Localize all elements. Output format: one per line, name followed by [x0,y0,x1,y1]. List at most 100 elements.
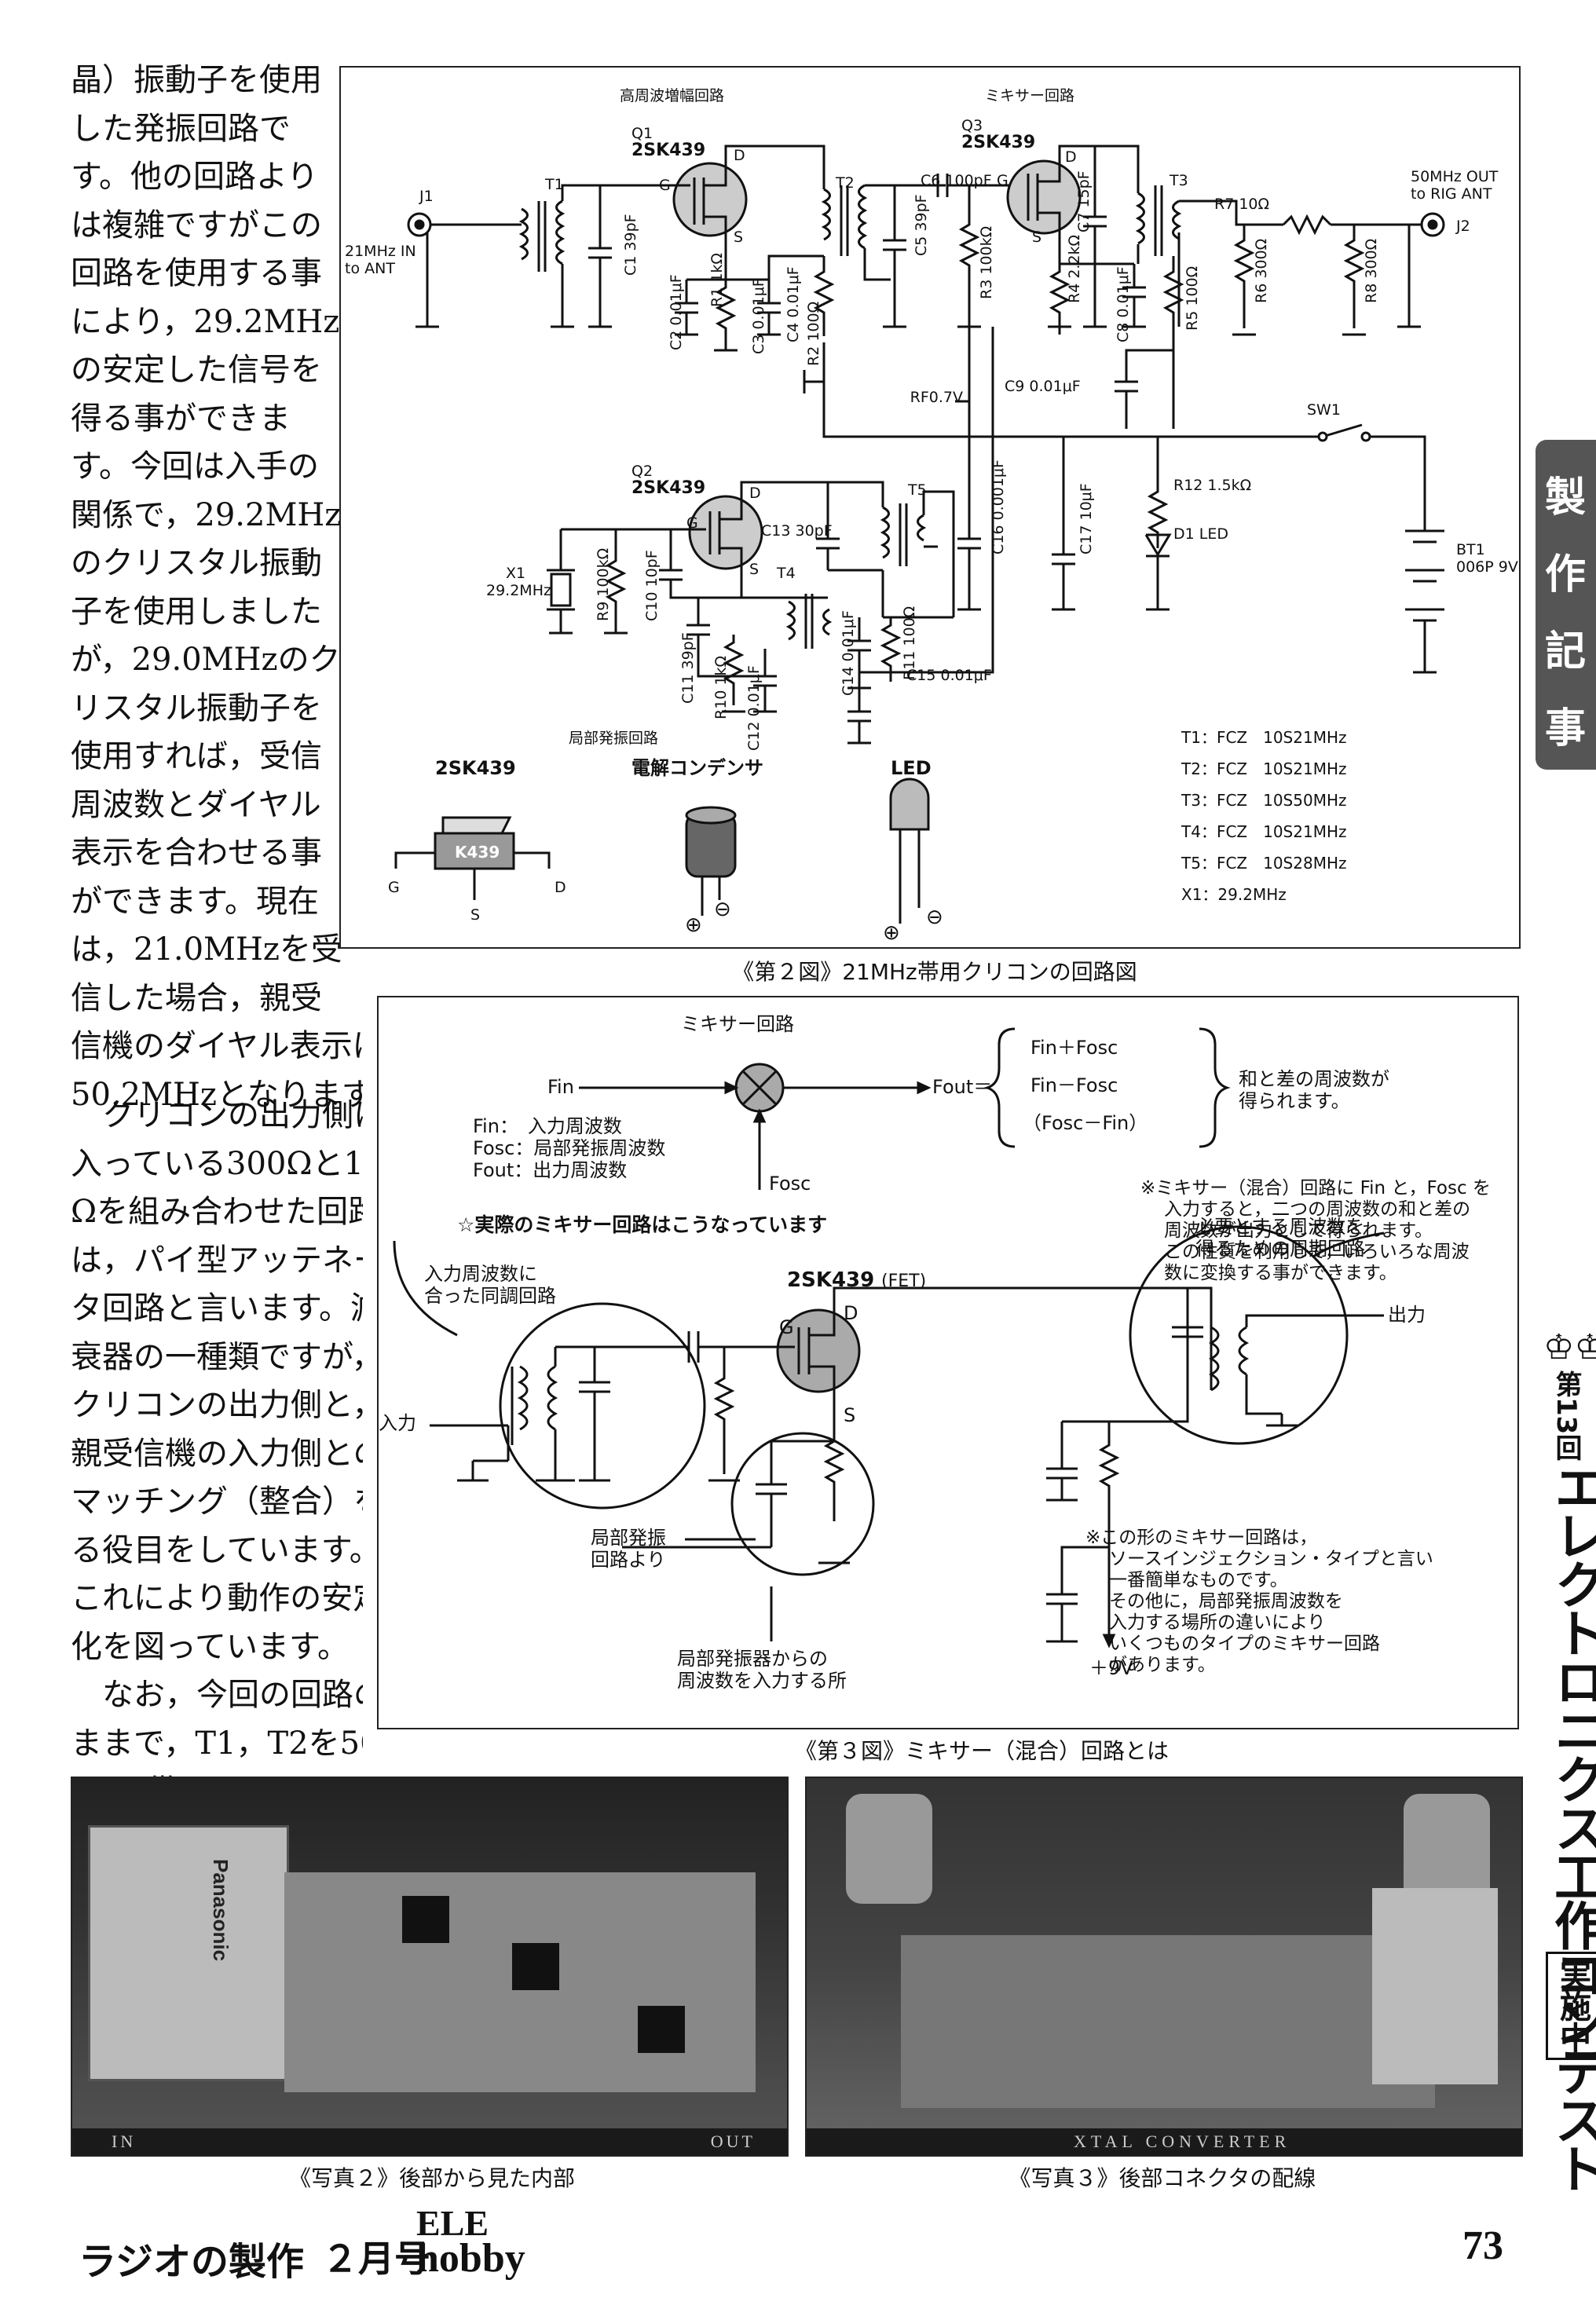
label-q3-s: S [1032,229,1041,246]
fig3-brace-note2: 得られます。 [1239,1090,1350,1112]
coil-1 [402,1896,449,1943]
parts-list-line: T4：FCZ 10S21MHz [1181,822,1347,841]
label-pkg-fet-s: S [470,906,480,924]
fig3-pin-s: S [844,1404,855,1426]
label-c8: C8 0.01μF [1115,266,1132,342]
fig3-note1: ※ミキサー（混合）回路に Fin と，Fosc を入力すると，二つの周波数の和と… [1140,1178,1491,1283]
body-text-line: タ回路と言います。減 [71,1290,363,1326]
contest-title: エレクトロニクス工作コンテスト [1546,1461,1596,2191]
label-r5: R5 100Ω [1184,266,1201,331]
label-osc: 局部発振回路 [569,730,658,747]
figure-3-mixer-frame: ミキサー回路 Fin Fosc Fout＝ Fin＋Fosc Fin－Fosc … [377,996,1519,1729]
body-text-line: 50.2MHzとなります。 [71,1076,363,1113]
body-text-line: なお，今回の回路の [71,1677,363,1713]
label-pkg-fet-g: G [388,879,400,896]
body-text-line: は複雑ですがこの [71,207,322,243]
category-char: 記 [1544,628,1586,675]
parts-list-line: T3：FCZ 10S50MHz [1181,791,1347,810]
label-c13: C13 30pF [761,522,833,540]
label-x1-val: 29.2MHz [486,582,551,599]
label-c6: C6 100pF [921,172,992,189]
label-pkg-cap-minus: ⊖ [714,898,731,921]
label-d1: D1 LED [1173,525,1228,543]
body-text-line: 信した場合，親受 [71,979,322,1016]
body-text-line: 周波数とダイヤル [71,786,321,823]
fig3-note2: ※この形のミキサー回路は，ソースインジェクション・タイプと言い一番簡単なものです… [1085,1528,1433,1675]
fig3-note1-line: この性質を利用して，いろいろな周波 [1164,1242,1470,1262]
label-mixer: ミキサー回路 [985,87,1074,104]
fig3-sum: Fin＋Fosc [1030,1037,1118,1059]
contest-crown-icon: ♔♔ [1543,1327,1596,1367]
body-text-line: マッチング（整合）を取 [71,1484,363,1520]
label-q1-g: G [659,177,671,194]
fig3-brace-note1: 和と差の周波数が [1239,1068,1389,1090]
figure-3-caption: 《第３図》ミキサー（混合）回路とは [794,1738,1169,1764]
body-text-line: 使用すれば，受信 [71,738,322,774]
body-text-line: 衰器の一種類ですが， [71,1338,363,1375]
category-char: 作 [1544,551,1586,598]
category-char: 事 [1544,705,1586,752]
fig3-legend1: Fin： 入力周波数 [473,1115,622,1137]
label-c15: C15 0.01μF [906,667,992,684]
label-j1-ant: to ANT [345,260,395,277]
body-text-line: 晶）振動子を使用 [71,62,322,98]
label-r12: R12 1.5kΩ [1173,477,1251,494]
photo-2-caption: 《写真２》後部から見た内部 [288,2165,575,2191]
body-text-line: る役目をしています。 [71,1531,363,1568]
fig3-from-osc2: 回路より [591,1549,666,1571]
figure-2-caption: 《第２図》21MHz帯用クリコンの回路図 [732,959,1137,985]
body-text-line: クリコンの出力側に [71,1097,363,1133]
photo-3-connectors: XTAL CONVERTER [805,1777,1523,2157]
label-q2-g: G [686,514,698,532]
label-q1-s: S [734,229,743,246]
label-q3-type: 2SK439 [961,133,1035,152]
fig3-note2-line: その他に，局部発振周波数を [1109,1591,1343,1612]
fig3-note2-line: ソースインジェクション・タイプと言い [1109,1549,1433,1569]
fig3-note2-line: 入力する場所の違いにより [1109,1612,1326,1633]
label-pkg-led-plus: ⊕ [883,921,900,945]
label-t5: T5 [907,481,927,499]
body-text-line: Ωを組み合わせた回路 [71,1194,363,1230]
body-text-line: は，パイ型アッテネー [71,1242,363,1279]
label-x1: X1 [506,565,525,582]
parts-list-line: T1：FCZ 10S21MHz [1181,728,1347,747]
fig3-legend2: Fosc：局部発振周波数 [473,1137,665,1159]
label-c4: C4 0.01μF [785,266,802,342]
fig3-diff2: （Fosc－Fin） [1023,1112,1148,1134]
label-bt1-val: 006P 9V [1456,558,1518,576]
fig3-fout: Fout＝ [932,1076,992,1098]
body-text-line: 表示を合わせる事 [71,835,322,871]
fig3-note1-line: ※ミキサー（混合）回路に Fin と，Fosc を [1140,1178,1491,1198]
fig3-fet-label2: (FET) [881,1272,926,1291]
fig3-diff1: Fin－Fosc [1030,1074,1118,1096]
fig3-periodic1: 必要とする周波数を [1195,1216,1364,1238]
body-text-line: の安定した信号を [71,352,322,388]
body-text-line: 信機のダイヤル表示は [71,1028,363,1064]
label-r4: R4 2.2kΩ [1066,235,1083,303]
body-text-line: により，29.2MHz [71,303,340,340]
body-text-line: 子を使用しました [71,593,322,630]
label-r9: R9 100kΩ [595,548,612,621]
pcb-back [901,1935,1435,2108]
body-text-line: す。今回は入手の [71,448,319,485]
label-pkg-led: LED [891,757,932,779]
photo-2-interior: Panasonic IN OUT [71,1777,789,2157]
footer-magazine: ラジオの製作 [79,2240,305,2284]
body-text-line: した発振回路で [71,110,291,147]
label-q2: Q2 [631,463,653,480]
fig3-note1-line: 周波数が出力として得られます。 [1164,1220,1433,1241]
body-text-line: 親受信機の入力側との [71,1435,363,1472]
parts-list-line: T2：FCZ 10S21MHz [1181,759,1347,778]
photo-3-caption: 《写真３》後部コネクタの配線 [1008,2165,1316,2191]
label-pkg-cap: 電解コンデンサ [631,757,763,779]
fig3-tuned1: 入力周波数に [424,1263,537,1285]
fig3-inject1: 局部発振器からの [677,1648,828,1670]
fig3-title: ミキサー回路 [681,1013,794,1035]
label-c3: C3 0.01μF [750,278,767,354]
label-bt1: BT1 [1456,541,1485,558]
photo2-in-label: IN [112,2132,137,2151]
label-c1: C1 39pF [622,214,639,276]
category-char: 製 [1544,474,1586,521]
label-c17: C17 10μF [1078,483,1095,554]
